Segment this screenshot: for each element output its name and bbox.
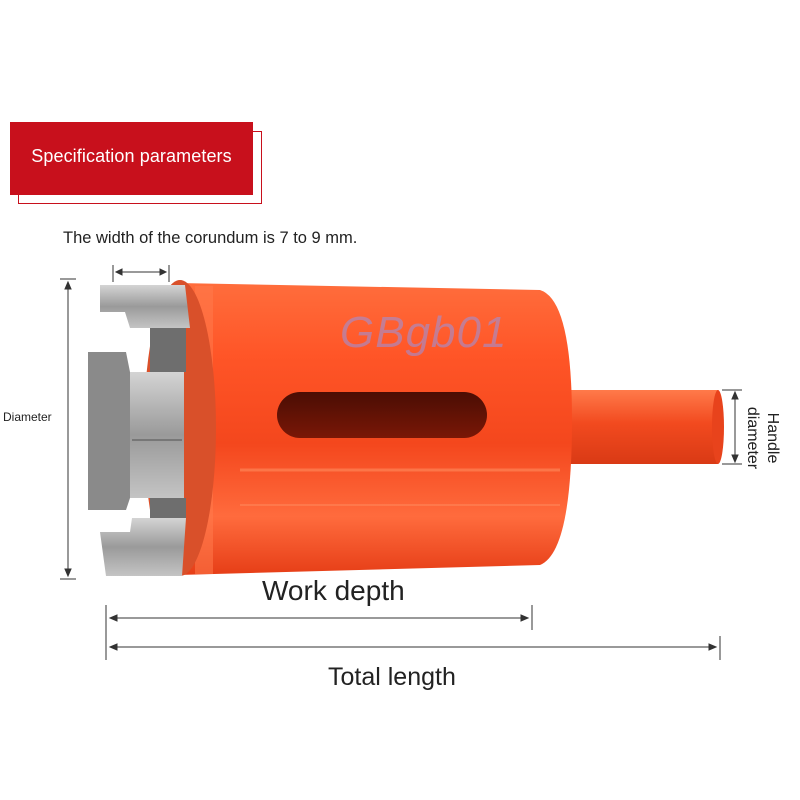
work-depth-label: Work depth (262, 575, 405, 606)
header-banner (10, 122, 253, 195)
watermark: GBgb01 (340, 308, 508, 357)
diamond-segments (88, 285, 190, 576)
handle-label-line1: Handle (764, 412, 781, 464)
header-title: Specification parameters (31, 146, 232, 166)
drill-shank (560, 390, 724, 464)
handle-label-line2: diameter (744, 406, 761, 470)
total-length-label: Total length (328, 663, 456, 691)
dimension-lines (60, 265, 742, 660)
handle-diameter-label: Handle diameter (742, 407, 782, 469)
diameter-label: Diameter (3, 410, 52, 424)
drill-slot (277, 392, 487, 438)
corundum-width-note: The width of the corundum is 7 to 9 mm. (63, 229, 358, 247)
